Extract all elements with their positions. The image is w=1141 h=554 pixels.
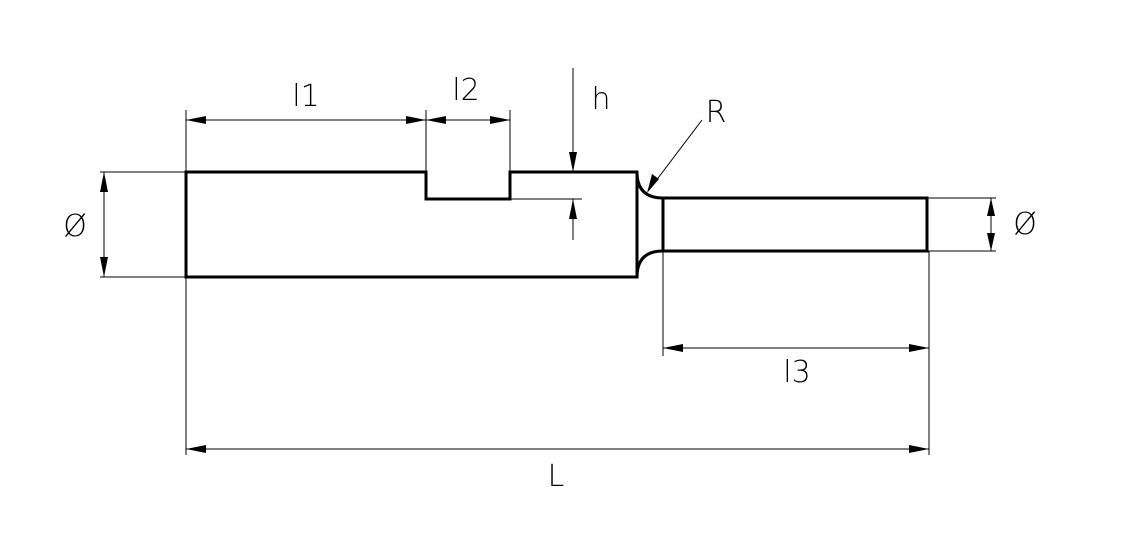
dimension-radius: R [647, 95, 726, 193]
label-R: R [706, 95, 727, 130]
dimension-diameter-left: Ø [63, 171, 186, 278]
shaft-outline-large-section [184, 170, 665, 279]
arrow-head [186, 116, 206, 124]
arrow-head [663, 344, 683, 352]
arrow-head [186, 445, 206, 453]
arrow-head [987, 198, 995, 216]
dimension-total-length: L [185, 277, 929, 494]
arrow-head [909, 344, 929, 352]
dimension-l2: l2 [426, 73, 511, 172]
arrow-head [987, 233, 995, 251]
dimension-diameter-right: Ø [927, 197, 1037, 252]
dimension-l1: l1 [185, 79, 427, 172]
arrow-head [569, 152, 577, 172]
arrow-head [100, 257, 108, 277]
label-diameter-left: Ø [63, 209, 87, 244]
label-l1: l1 [292, 79, 319, 114]
label-L: L [548, 459, 565, 494]
arrow-head [100, 172, 108, 192]
label-h: h [591, 82, 610, 117]
shaft-outline-small-section [661, 196, 929, 253]
label-diameter-right: Ø [1013, 207, 1037, 242]
dimension-h: h [510, 68, 611, 240]
label-l3: l3 [783, 355, 810, 390]
label-l2: l2 [452, 73, 479, 108]
arrow-head [909, 445, 929, 453]
arrow-head [406, 116, 426, 124]
arrow-head [490, 116, 510, 124]
dimension-l3: l3 [662, 251, 930, 455]
arrow-head [647, 174, 659, 193]
arrow-head [569, 199, 577, 219]
arrow-head [426, 116, 446, 124]
